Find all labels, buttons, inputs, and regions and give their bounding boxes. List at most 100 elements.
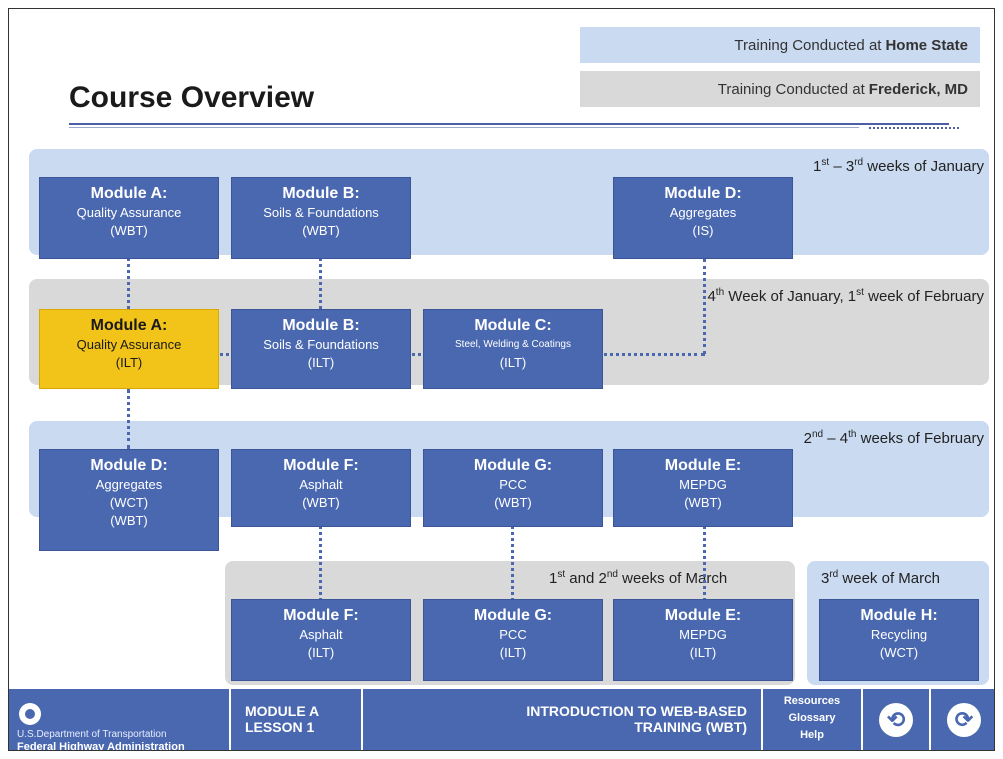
course-title-block: INTRODUCTION TO WEB-BASED TRAINING (WBT): [361, 689, 761, 750]
module-subtitle: Recycling: [870, 627, 928, 642]
band-label-4: 1st and 2nd weeks of March: [549, 569, 728, 587]
module-format: (WBT): [302, 223, 340, 238]
dept-name: U.S.Department of Transportation: [17, 729, 167, 740]
module-format: (ILT): [499, 645, 527, 660]
module-title: Module F:: [283, 607, 359, 624]
band-label-2: 4th Week of January, 1st week of Februar…: [707, 287, 984, 305]
module-subtitle: Soils & Foundations: [263, 337, 379, 352]
connector-e: [703, 521, 706, 601]
legend-fred-prefix: Training Conducted at: [717, 80, 865, 98]
connector-horizontal: [129, 353, 705, 356]
module-e-wbt[interactable]: Module E: MEPDG (WBT): [613, 449, 793, 527]
module-d-is[interactable]: Module D: Aggregates (IS): [613, 177, 793, 259]
dot-logo-icon: [19, 703, 41, 725]
connector-g: [511, 521, 514, 601]
module-subtitle: Soils & Foundations: [263, 205, 379, 220]
title-rule: [69, 123, 949, 125]
module-d-wct[interactable]: Module D: Aggregates (WCT) (WBT): [39, 449, 219, 551]
module-title: Module H:: [860, 607, 938, 624]
module-title: Module G:: [473, 457, 553, 474]
module-title: Module D:: [90, 457, 168, 474]
module-title: Module D:: [664, 185, 742, 202]
module-lesson-block: MODULE A LESSON 1: [229, 689, 361, 750]
connector-a-d: [127, 389, 130, 449]
module-subtitle: Quality Assurance: [76, 205, 182, 220]
module-format: (ILT): [307, 355, 335, 370]
module-title: Module A:: [90, 317, 168, 334]
connector-d: [703, 259, 706, 354]
module-a-ilt-current[interactable]: Module A: Quality Assurance (ILT): [39, 309, 219, 389]
band-label-3: 2nd – 4th weeks of February: [803, 429, 984, 447]
band-label-5: 3rd week of March: [821, 569, 940, 587]
module-title: Module C:: [474, 317, 552, 334]
lesson-label: LESSON 1: [245, 719, 315, 735]
module-format: (WBT): [110, 223, 148, 238]
module-format: (ILT): [499, 355, 527, 370]
module-a-wbt[interactable]: Module A: Quality Assurance (WBT): [39, 177, 219, 259]
title-rule-thin: [69, 127, 859, 128]
module-f-wbt[interactable]: Module F: Asphalt (WBT): [231, 449, 411, 527]
title-dotted-rule: [869, 121, 959, 129]
back-icon[interactable]: ⟲: [879, 703, 913, 737]
connector-a: [127, 253, 130, 309]
module-format: (ILT): [307, 645, 335, 660]
resources-block: Resources Glossary Help: [761, 689, 861, 750]
module-format: (WBT): [494, 495, 532, 510]
module-subtitle: MEPDG: [679, 477, 727, 492]
module-b-ilt[interactable]: Module B: Soils & Foundations (ILT): [231, 309, 411, 389]
module-format-2: (WBT): [110, 513, 148, 528]
module-c-ilt[interactable]: Module C: Steel, Welding & Coatings (ILT…: [423, 309, 603, 389]
module-subtitle: Quality Assurance: [76, 337, 182, 352]
module-title: Module B:: [282, 185, 360, 202]
footer-bar: U.S.Department of Transportation Federal…: [9, 689, 994, 751]
module-format: (WCT): [879, 645, 919, 660]
connector-f: [319, 521, 322, 601]
next-icon[interactable]: ⟳: [947, 703, 981, 737]
course-title-line1: INTRODUCTION TO WEB-BASED: [526, 703, 747, 719]
module-e-ilt[interactable]: Module E: MEPDG (ILT): [613, 599, 793, 681]
module-format: (WBT): [302, 495, 340, 510]
module-format: (ILT): [689, 645, 717, 660]
module-title: Module A:: [90, 185, 168, 202]
module-subtitle: MEPDG: [679, 627, 727, 642]
module-subtitle: Aggregates: [95, 477, 163, 492]
module-label: MODULE A: [245, 703, 320, 719]
band-label-1: 1st – 3rd weeks of January: [813, 157, 984, 175]
module-subtitle: Steel, Welding & Coatings: [455, 339, 571, 350]
module-format: (WBT): [684, 495, 722, 510]
dot-logo-block: U.S.Department of Transportation Federal…: [9, 689, 229, 751]
legend-home-bold: Home State: [885, 36, 968, 54]
module-title: Module B:: [282, 317, 360, 334]
module-format: (ILT): [115, 355, 143, 370]
page-title: Course Overview: [69, 81, 315, 114]
back-button-cell: ⟲: [861, 689, 929, 750]
module-title: Module E:: [664, 607, 742, 624]
course-title-line2: TRAINING (WBT): [634, 719, 747, 735]
module-title: Module F:: [283, 457, 359, 474]
module-f-ilt[interactable]: Module F: Asphalt (ILT): [231, 599, 411, 681]
next-button-cell: ⟳: [929, 689, 994, 750]
module-title: Module G:: [473, 607, 553, 624]
module-subtitle: Asphalt: [299, 627, 343, 642]
module-b-wbt[interactable]: Module B: Soils & Foundations (WBT): [231, 177, 411, 259]
legend-fred-bold: Frederick, MD: [868, 80, 968, 98]
module-subtitle: PCC: [499, 627, 527, 642]
module-format: (IS): [692, 223, 714, 238]
module-subtitle: PCC: [499, 477, 527, 492]
module-h-wct[interactable]: Module H: Recycling (WCT): [819, 599, 979, 681]
connector-b: [319, 253, 322, 309]
help-link[interactable]: Help: [800, 729, 824, 741]
resources-link[interactable]: Resources: [783, 695, 841, 707]
module-g-ilt[interactable]: Module G: PCC (ILT): [423, 599, 603, 681]
agency-name: Federal Highway Administration: [17, 741, 185, 751]
module-subtitle: Aggregates: [669, 205, 737, 220]
module-format: (WCT): [109, 495, 149, 510]
legend-home-prefix: Training Conducted at: [734, 36, 882, 54]
module-g-wbt[interactable]: Module G: PCC (WBT): [423, 449, 603, 527]
module-title: Module E:: [664, 457, 742, 474]
glossary-link[interactable]: Glossary: [788, 712, 836, 724]
module-subtitle: Asphalt: [299, 477, 343, 492]
